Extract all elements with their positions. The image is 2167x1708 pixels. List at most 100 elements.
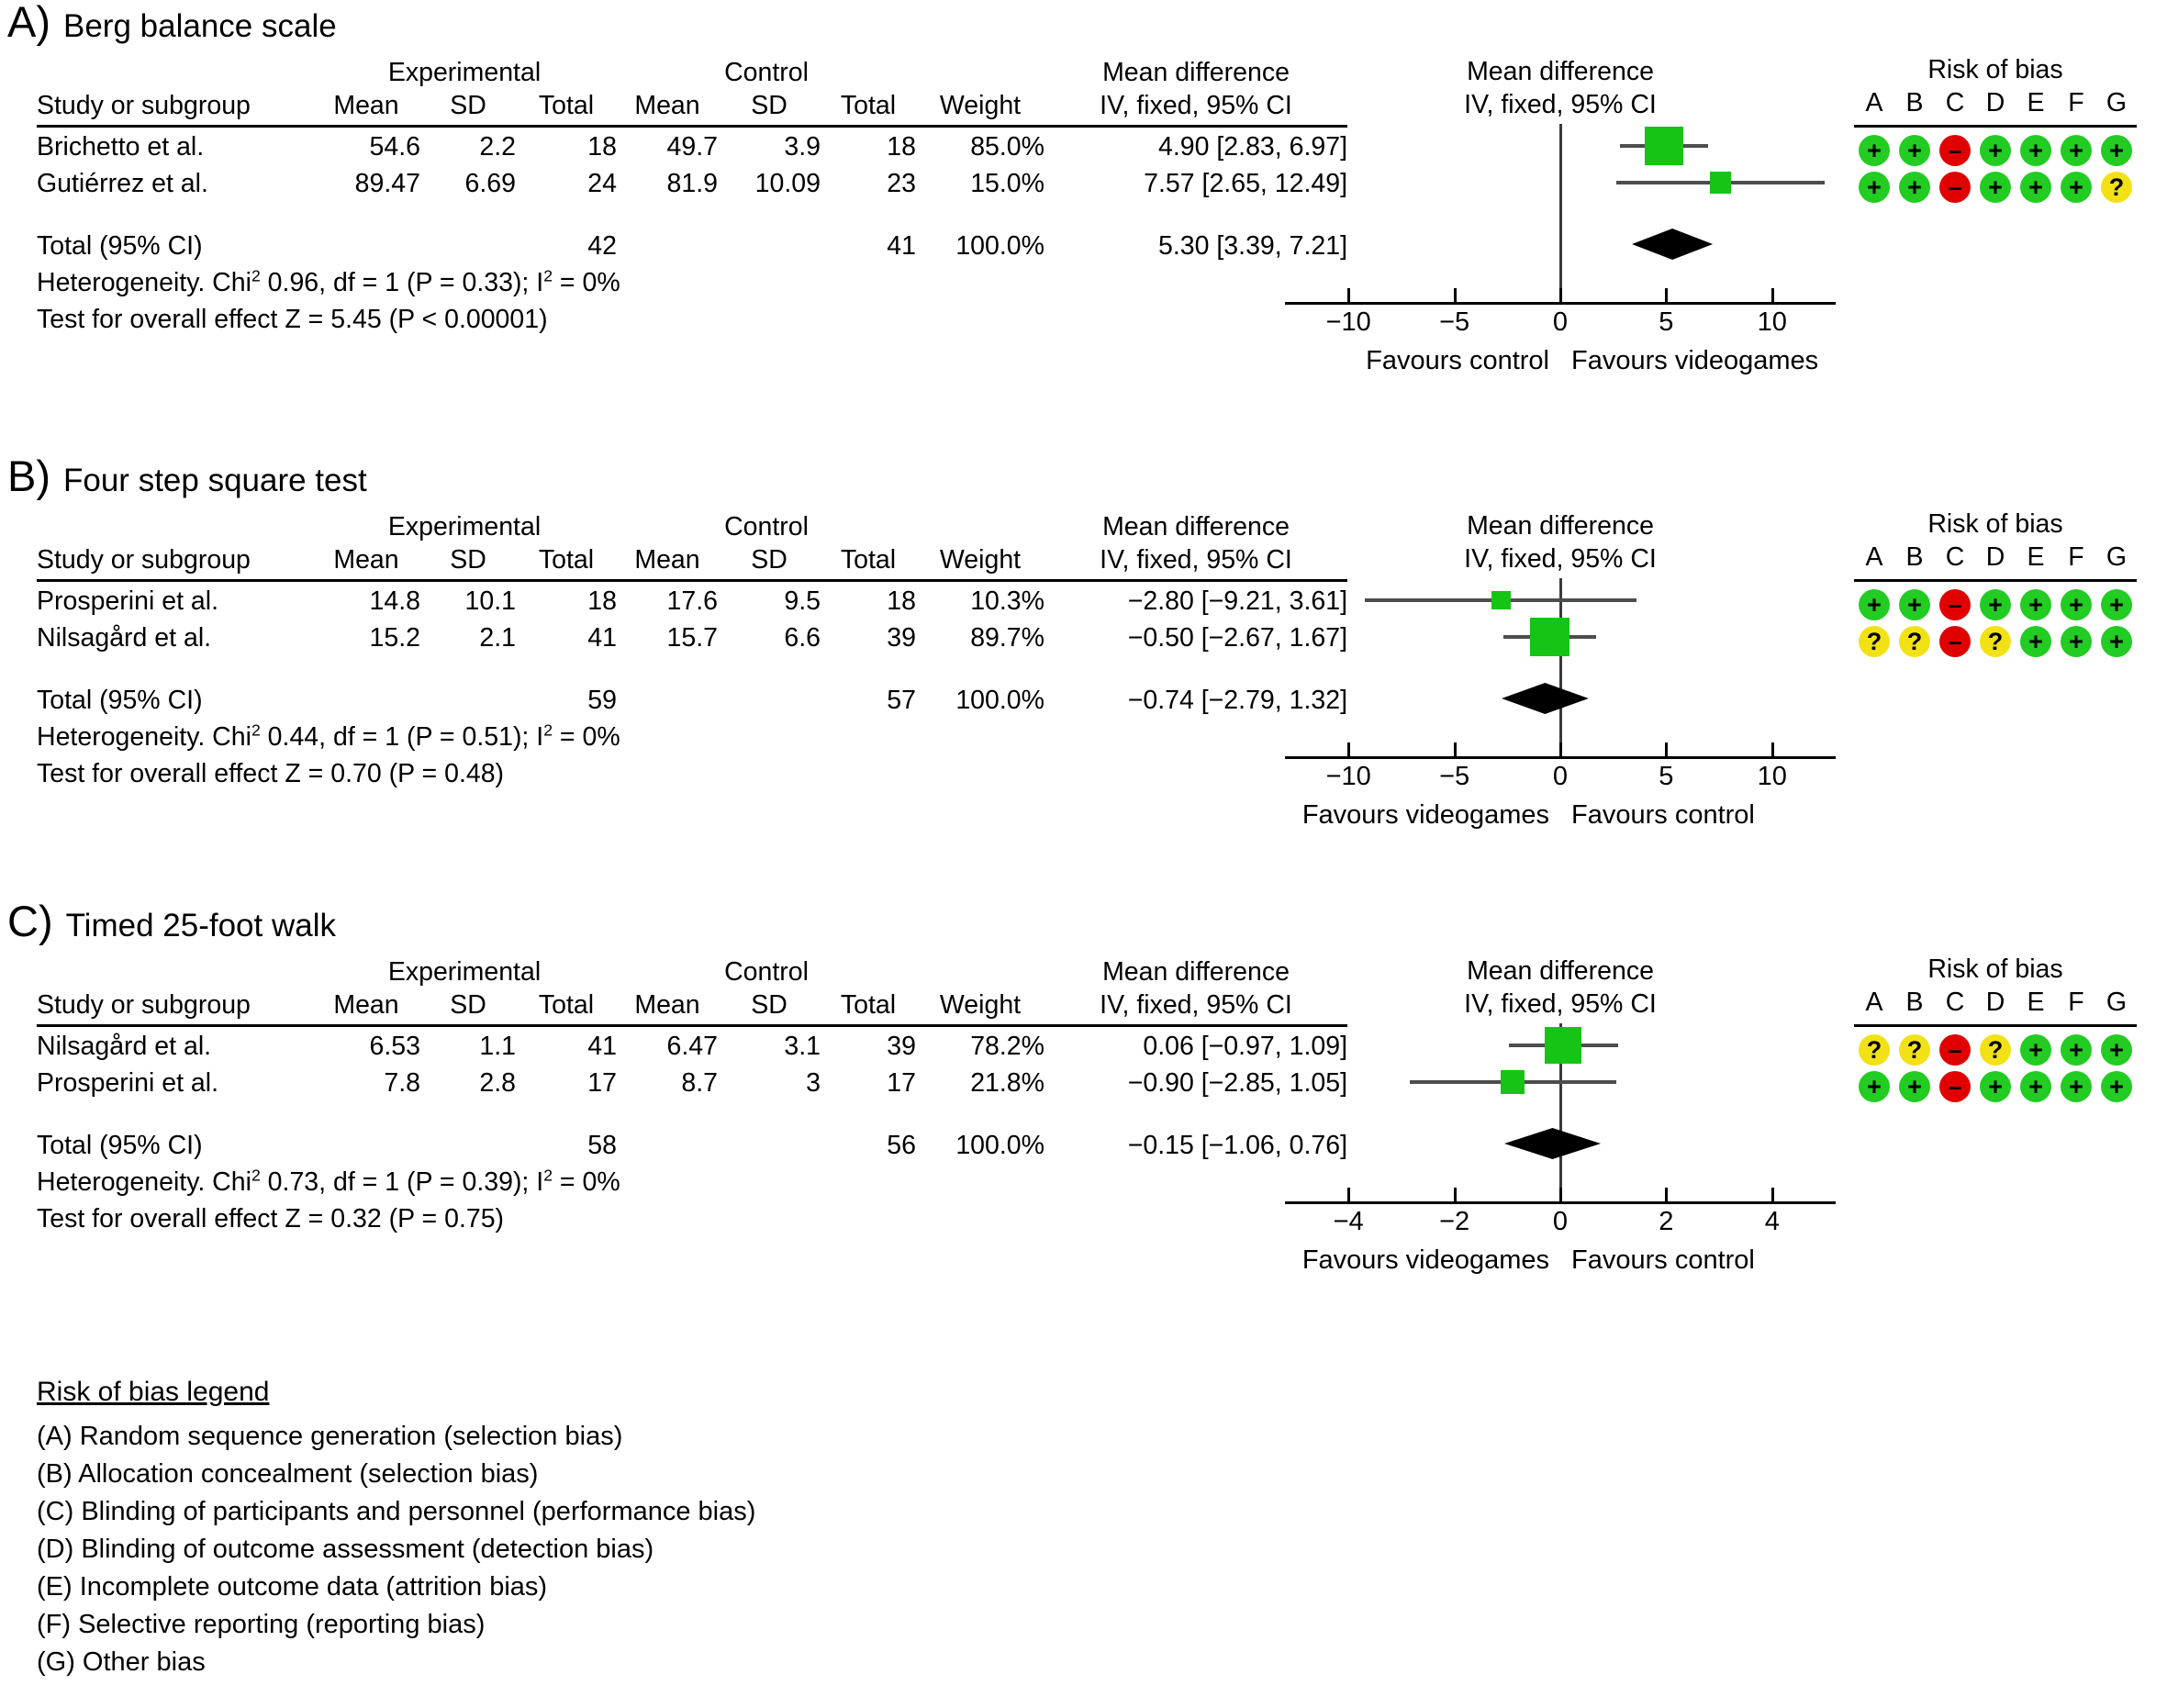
- legend-item: (G) Other bias: [37, 1647, 206, 1677]
- legend-title: Risk of bias legend: [37, 1377, 270, 1407]
- panel-letter: C): [7, 897, 53, 945]
- panel-title: Berg balance scale: [63, 8, 337, 44]
- exp-sd: 2.2: [479, 132, 516, 162]
- exp-sd: 2.8: [479, 1068, 516, 1098]
- axis-tick: [1770, 1188, 1774, 1201]
- overall-effect-row: Test for overall effect Z = 5.45 (P < 0.…: [37, 298, 1347, 335]
- panel-title: Four step square test: [63, 463, 367, 498]
- low-risk-icon: +: [2016, 588, 2056, 621]
- overall-effect-text: Test for overall effect Z = 0.32 (P = 0.…: [37, 1204, 505, 1234]
- ctl-sd: 10.09: [754, 169, 821, 198]
- rob-column-d: D: [1985, 542, 2005, 572]
- exp-sd: 2.1: [479, 623, 516, 653]
- rob-column-f: F: [2068, 88, 2084, 117]
- axis-line: [1285, 302, 1836, 305]
- axis-tick-label: 0: [1552, 1207, 1569, 1236]
- low-risk-icon: +: [2016, 625, 2056, 658]
- risk-of-bias-rows: ++–++++++–+++?: [1854, 132, 2137, 206]
- panel-heading: C) Timed 25-foot walk: [0, 899, 2167, 943]
- rob-column-a: A: [1865, 88, 1883, 117]
- axis-tick-label: 5: [1659, 762, 1674, 791]
- exp-mean: 89.47: [354, 169, 420, 198]
- axis-tick: [1347, 742, 1351, 756]
- axis-tick: [1665, 1188, 1669, 1201]
- axis-tick-label: 0: [1552, 762, 1569, 791]
- header-ctl-sd: SD: [751, 91, 787, 120]
- panel-letter: A): [7, 0, 50, 46]
- study-effect-marker: [1530, 617, 1569, 657]
- mean-difference-ci: 0.06 [−0.97, 1.09]: [1143, 1032, 1347, 1061]
- low-risk-icon: +: [2096, 1033, 2137, 1066]
- axis-tick: [1559, 288, 1562, 302]
- exp-sd: 10.1: [464, 586, 516, 616]
- unclear-risk-icon: ?: [1894, 1033, 1935, 1066]
- zero-reference-line: [1559, 578, 1562, 758]
- plot-title-line2: IV, fixed, 95% CI: [1464, 989, 1657, 1019]
- axis-tick: [1453, 742, 1457, 756]
- legend-item: (B) Allocation concealment (selection bi…: [37, 1459, 539, 1489]
- ctl-mean: 17.6: [666, 586, 718, 616]
- high-risk-icon: –: [1935, 588, 1975, 621]
- rob-column-b: B: [1905, 988, 1924, 1017]
- total-mean-difference-ci: −0.74 [−2.79, 1.32]: [1127, 686, 1347, 715]
- unclear-risk-icon: ?: [1854, 625, 1894, 658]
- risk-of-bias-rule: [1854, 579, 2137, 582]
- low-risk-icon: +: [1975, 134, 2016, 167]
- total-mean-difference-ci: −0.15 [−1.06, 0.76]: [1127, 1131, 1347, 1160]
- total-weight: 100.0%: [955, 686, 1044, 715]
- legend-item: (A) Random sequence generation (selectio…: [37, 1422, 623, 1451]
- heterogeneity-row: Heterogeneity. Chi2 0.96, df = 1 (P = 0.…: [37, 262, 1347, 298]
- total-exp-total: 58: [587, 1131, 617, 1160]
- panel-letter: B): [7, 452, 50, 500]
- header-study: Study or subgroup: [37, 91, 251, 120]
- low-risk-icon: +: [2056, 171, 2096, 204]
- low-risk-icon: +: [2016, 1033, 2056, 1066]
- header-exp-mean: Mean: [333, 91, 399, 120]
- legend-item: (D) Blinding of outcome assessment (dete…: [37, 1535, 654, 1564]
- weight: 21.8%: [970, 1068, 1044, 1098]
- study-name: Gutiérrez et al.: [37, 169, 208, 198]
- favours-left-label: Favours videogames: [1301, 800, 1549, 830]
- axis-tick-label: −10: [1325, 307, 1371, 337]
- total-exp-total: 42: [587, 231, 617, 261]
- ctl-total: 23: [887, 169, 916, 198]
- risk-of-bias-title: Risk of bias: [1927, 55, 2063, 84]
- risk-of-bias-rule: [1854, 1024, 2137, 1027]
- exp-total: 18: [587, 586, 617, 616]
- heterogeneity-text: Heterogeneity. Chi2 0.44, df = 1 (P = 0.…: [37, 720, 620, 752]
- overall-effect-text: Test for overall effect Z = 0.70 (P = 0.…: [37, 759, 505, 788]
- risk-of-bias-row: ??–?+++: [1854, 1032, 2137, 1068]
- header-exp-total: Total: [538, 990, 595, 1020]
- panel-title: Timed 25-foot walk: [65, 908, 336, 943]
- axis-tick-label: 2: [1659, 1207, 1674, 1236]
- ctl-sd: 3: [806, 1068, 821, 1098]
- axis-tick-label: −2: [1439, 1207, 1470, 1236]
- risk-of-bias-row: ++–++++: [1854, 1068, 2137, 1105]
- low-risk-icon: +: [1854, 171, 1894, 204]
- risk-of-bias-legend: Risk of bias legend (A) Random sequence g…: [37, 1377, 755, 1681]
- header-study: Study or subgroup: [37, 990, 251, 1020]
- mean-difference-ci: −0.50 [−2.67, 1.67]: [1127, 623, 1347, 653]
- rob-column-a: A: [1865, 988, 1883, 1017]
- header-control: Control: [724, 58, 809, 87]
- rob-column-e: E: [2027, 542, 2045, 572]
- header-weight: Weight: [939, 91, 1022, 120]
- weight: 10.3%: [970, 586, 1044, 616]
- unclear-risk-icon: ?: [1975, 625, 2016, 658]
- header-ctl-mean: Mean: [634, 990, 700, 1020]
- rob-column-c: C: [1945, 88, 1965, 117]
- low-risk-icon: +: [1975, 1070, 2016, 1103]
- unclear-risk-icon: ?: [1854, 1033, 1894, 1066]
